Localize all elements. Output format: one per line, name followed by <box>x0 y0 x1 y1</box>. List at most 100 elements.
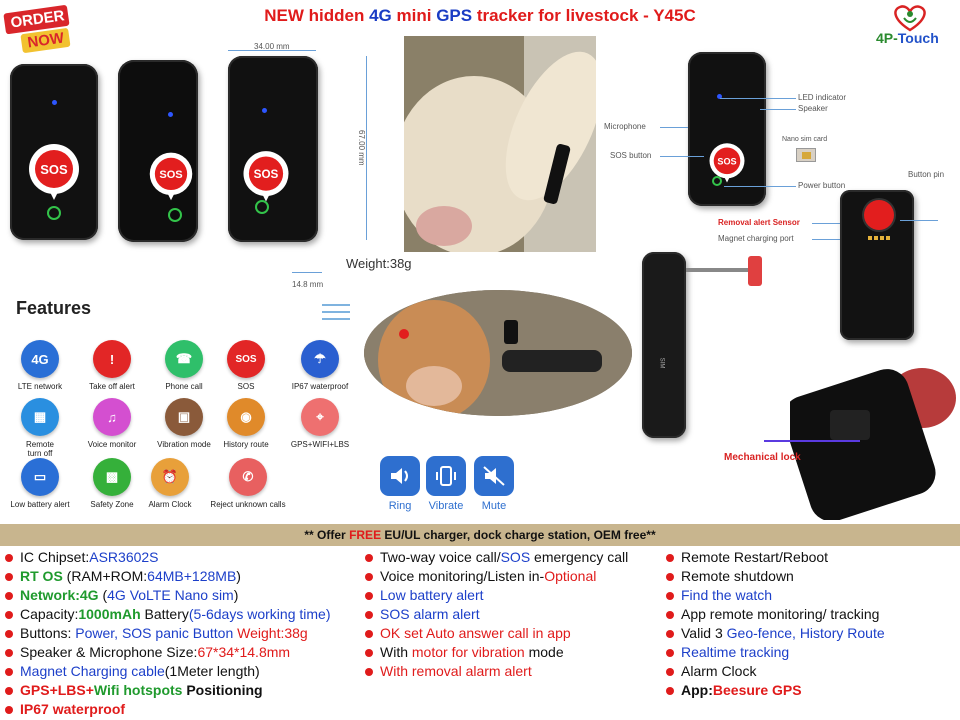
vibrate-icon <box>426 456 466 496</box>
spec-find-watch: Find the watch <box>665 586 885 605</box>
spec-voice-monitoring: Voice monitoring/Listen in-Optional <box>364 567 628 586</box>
tracker-side: SIM <box>642 252 686 438</box>
removal-sensor-label: Removal alert Sensor <box>718 218 800 227</box>
led-indicator <box>52 100 57 105</box>
features-title: Features <box>16 298 92 318</box>
width-dimension: 34.00 mm <box>254 42 290 51</box>
power-icon <box>255 200 269 214</box>
mechanical-lock-label: Mechanical lock <box>724 452 801 463</box>
mute-mode[interactable]: Mute <box>470 456 518 512</box>
feature-item: SOS SOS <box>210 340 282 391</box>
spec-app: App:Beesure GPS <box>665 681 885 700</box>
depth-dimension: 14.8 mm <box>292 280 324 289</box>
feature-label: SOS <box>237 382 255 391</box>
feature-icon: 4G <box>21 340 59 378</box>
brand-prefix: 4P- <box>876 30 898 46</box>
feature-item: ◉ History route <box>210 398 282 449</box>
spec-vibration: With motor for vibration mode <box>364 643 628 662</box>
sos-pin-icon: SOS <box>243 151 289 207</box>
feature-label: IP67 waterproof <box>291 382 349 391</box>
feature-label: History route <box>223 440 269 449</box>
sos-button-label: SOS button <box>610 151 652 160</box>
feature-icon: ▦ <box>21 398 59 436</box>
feature-label: Phone call <box>165 382 203 391</box>
feature-item: ⌖GPS+WIFI+LBS <box>284 398 356 449</box>
title-part-5: tracker for livestock - Y45C <box>472 6 696 25</box>
spec-column-2: Two-way voice call/SOS emergency call Vo… <box>364 548 628 681</box>
sheep-image <box>404 36 596 252</box>
spec-sos-alarm: SOS alarm alert <box>364 605 628 624</box>
feature-item: ▦Remote turn off <box>4 398 76 458</box>
depth-dimension-line <box>292 272 322 273</box>
power-icon <box>712 176 722 186</box>
tracker-front-1: SOS <box>10 64 98 240</box>
vibrate-label: Vibrate <box>428 500 464 512</box>
ring-label: Ring <box>388 500 412 512</box>
removal-line <box>812 223 862 224</box>
spec-auto-answer: OK set Auto answer call in app <box>364 624 628 643</box>
title-part-3: mini <box>391 6 437 25</box>
brand-heart-icon <box>894 5 926 32</box>
page-title: NEW hidden 4G mini GPS tracker for lives… <box>0 6 960 26</box>
feature-label: Reject unknown calls <box>210 500 286 509</box>
feature-icon: ♫ <box>93 398 131 436</box>
menu-icon[interactable] <box>322 304 350 320</box>
led-line <box>720 98 796 99</box>
feature-item: ▭Low battery alert <box>4 458 76 509</box>
led-indicator <box>262 108 267 113</box>
tracker-front-2: SOS <box>118 60 198 242</box>
sheep-photo <box>404 36 596 252</box>
brand-suffix: Touch <box>897 30 939 46</box>
spec-waterproof: IP67 waterproof <box>4 700 330 719</box>
feature-label: Alarm Clock <box>148 500 192 509</box>
weight-label: Weight:38g <box>346 256 412 271</box>
cow-image <box>364 290 632 416</box>
feature-item: 4G LTE network <box>4 340 76 391</box>
spec-capacity: Capacity:1000mAh Battery(5-6days working… <box>4 605 330 624</box>
offer-free: FREE <box>349 528 382 542</box>
brand-name: 4P-Touch <box>876 30 939 46</box>
speaker-line <box>760 109 796 110</box>
spec-buttons: Buttons: Power, SOS panic Button Weight:… <box>4 624 330 643</box>
mute-icon <box>474 456 514 496</box>
mechanical-lock-pointer <box>764 440 860 442</box>
feature-icon: ✆ <box>229 458 267 496</box>
feature-icon: ▩ <box>93 458 131 496</box>
order-badge-line2: NOW <box>20 27 71 54</box>
spec-column-3: Remote Restart/Reboot Remote shutdown Fi… <box>665 548 885 700</box>
ring-mode[interactable]: Ring <box>376 456 424 512</box>
feature-label: Low battery alert <box>10 500 70 509</box>
speaker-icon <box>380 456 420 496</box>
feature-item: !Take off alert <box>76 340 148 391</box>
microphone-label: Microphone <box>604 122 646 131</box>
power-icon <box>168 208 182 222</box>
spec-removal-alarm: With removal alarm alert <box>364 662 628 681</box>
power-line <box>724 186 796 187</box>
feature-item: ⏰Alarm Clock <box>134 458 206 509</box>
led-indicator-label: LED indicator <box>798 93 847 102</box>
offer-prefix: ** Offer <box>304 528 350 542</box>
tracker-front-3: SOS <box>228 56 318 242</box>
spec-alarm-clock: Alarm Clock <box>665 662 885 681</box>
mechanical-lock-image <box>790 368 956 520</box>
led-indicator <box>717 94 722 99</box>
feature-label: LTE network <box>17 382 63 391</box>
charging-pins <box>868 236 892 240</box>
feature-item: ☂ IP67 waterproof <box>284 340 356 391</box>
feature-icon: ◉ <box>227 398 265 436</box>
tracker-annotated: SOS <box>688 52 766 206</box>
height-dimension: 67.00 mm <box>357 130 366 166</box>
speaker-label: Speaker <box>798 104 828 113</box>
spec-positioning: GPS+LBS+Wifi hotspots Positioning <box>4 681 330 700</box>
feature-item: ▩Safety Zone <box>76 458 148 509</box>
vibrate-mode[interactable]: Vibrate <box>422 456 470 512</box>
offer-suffix: ** <box>646 528 656 542</box>
feature-label: Take off alert <box>89 382 135 391</box>
feature-icon: ▣ <box>165 398 203 436</box>
brand-logo: 4P-Touch <box>872 4 956 48</box>
feature-item: ✆ Reject unknown calls <box>200 458 296 509</box>
feature-icon: ☂ <box>301 340 339 378</box>
removal-sensor-button <box>864 200 894 230</box>
feature-icon: SOS <box>227 340 265 378</box>
sim-slot-label: SIM <box>658 357 665 369</box>
